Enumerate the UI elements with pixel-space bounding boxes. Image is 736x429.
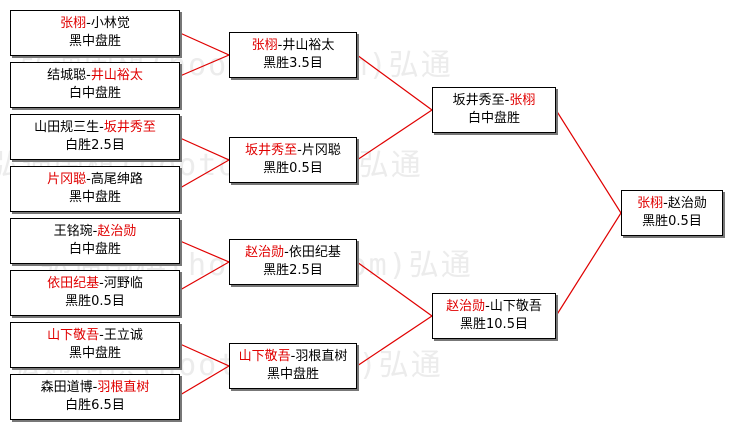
match-result: 白胜2.5目: [65, 138, 125, 153]
match-box-r2-1: 张栩-井山裕太 黑胜3.5目: [229, 32, 357, 78]
player-name: 王铭琬: [53, 224, 93, 239]
player-name: 张栩: [637, 196, 664, 211]
match-result: 黑中盘胜: [266, 367, 319, 382]
player-name: 小林觉: [90, 16, 130, 31]
match-result: 黑胜2.5目: [263, 263, 323, 278]
player-name: 山下敬吾: [489, 299, 542, 314]
player-name: 依田纪基: [288, 245, 341, 260]
match-box-r2-3: 赵治勋-依田纪基 黑胜2.5目: [229, 239, 357, 285]
bracket-line: [179, 137, 231, 189]
match-box-r1-6: 依田纪基-河野临 黑胜0.5目: [10, 270, 180, 316]
match-box-r2-4: 山下敬吾-羽根直树 黑中盘胜: [229, 343, 357, 389]
match-box-r2-2: 坂井秀至-片冈聪 黑胜0.5目: [229, 137, 357, 183]
player-name: 依田纪基: [47, 276, 100, 291]
match-box-r1-2: 结城聪-井山裕太 白中盘胜: [10, 62, 180, 108]
match-box-r1-8: 森田道博-羽根直树 白胜6.5目: [10, 374, 180, 420]
match-box-final: 张栩-赵治勋 黑胜0.5目: [621, 190, 723, 236]
player-name: 赵治勋: [667, 196, 707, 211]
player-name: 赵治勋: [97, 224, 137, 239]
bracket-line: [179, 343, 231, 396]
match-result: 黑胜10.5目: [460, 317, 528, 332]
match-result: 黑胜0.5目: [65, 294, 125, 309]
player-name: 张栩: [509, 93, 536, 108]
match-result: 黑胜0.5目: [642, 214, 702, 229]
player-name: 井山裕太: [282, 38, 335, 53]
player-name: 河野临: [103, 276, 143, 291]
player-name: 坂井秀至: [103, 120, 156, 135]
match-result: 黑胜0.5目: [263, 161, 323, 176]
player-name: 张栩: [251, 38, 278, 53]
match-result: 白中盘胜: [467, 111, 520, 126]
match-result: 黑中盘胜: [68, 34, 121, 49]
player-name: 片冈聪: [301, 143, 341, 158]
player-name: 森田道博: [40, 380, 93, 395]
player-name: 坂井秀至: [245, 143, 298, 158]
bracket-line: [555, 109, 622, 317]
match-box-r3-2: 赵治勋-山下敬吾 黑胜10.5目: [432, 293, 556, 339]
player-name: 羽根直树: [295, 349, 348, 364]
match-box-r1-4: 片冈聪-高尾绅路 黑中盘胜: [10, 166, 180, 212]
player-name: 羽根直树: [97, 380, 150, 395]
player-name: 王立诚: [103, 328, 143, 343]
player-name: 坂井秀至: [452, 93, 505, 108]
bracket-line: [179, 240, 231, 291]
player-name: 高尾绅路: [90, 172, 143, 187]
match-box-r3-1: 坂井秀至-张栩 白中盘胜: [432, 87, 556, 133]
player-name: 山下敬吾: [47, 328, 100, 343]
match-box-r1-3: 山田规三生-坂井秀至 白胜2.5目: [10, 114, 180, 160]
player-name: 山田规三生: [34, 120, 100, 135]
match-result: 白胜6.5目: [65, 398, 125, 413]
match-result: 黑中盘胜: [68, 346, 121, 361]
player-name: 赵治勋: [446, 299, 486, 314]
player-name: 山下敬吾: [238, 349, 291, 364]
bracket-line: [179, 32, 231, 77]
match-result: 黑胜3.5目: [263, 56, 323, 71]
bracket-line: [356, 54, 434, 161]
player-name: 张栩: [60, 16, 87, 31]
player-name: 结城聪: [47, 68, 87, 83]
player-name: 井山裕太: [90, 68, 143, 83]
player-name: 片冈聪: [47, 172, 87, 187]
player-name: 赵治勋: [245, 245, 285, 260]
match-box-r1-5: 王铭琬-赵治勋 白中盘胜: [10, 218, 180, 264]
match-box-r1-1: 张栩-小林觉 黑中盘胜: [10, 10, 180, 56]
bracket-line: [356, 261, 434, 367]
match-box-r1-7: 山下敬吾-王立诚 黑中盘胜: [10, 322, 180, 368]
match-result: 白中盘胜: [68, 86, 121, 101]
match-result: 黑中盘胜: [68, 190, 121, 205]
match-result: 白中盘胜: [68, 242, 121, 257]
